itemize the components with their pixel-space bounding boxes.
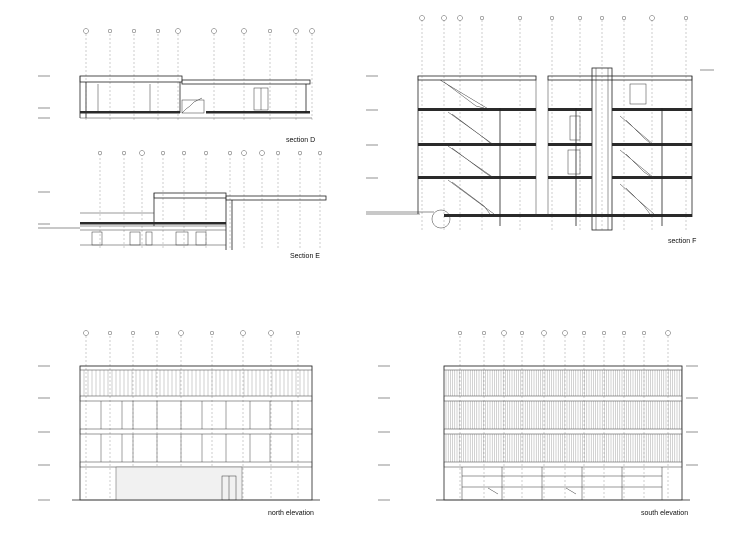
south-elevation-screen xyxy=(445,370,682,462)
north-elevation-grid-bubbles xyxy=(83,330,301,336)
section-d-grid-axes xyxy=(85,34,313,120)
north-elevation-top-fins xyxy=(83,370,309,396)
south-elevation-level-marks xyxy=(378,365,698,501)
north-elevation-title: north elevation xyxy=(268,510,314,517)
section-e-building xyxy=(80,192,327,250)
section-e-grid-axes xyxy=(99,154,321,250)
south-elevation-grid-axes xyxy=(459,336,669,500)
section-e-level-marks xyxy=(38,191,80,229)
section-f-grid-axes xyxy=(421,20,687,230)
section-d-level-marks xyxy=(38,75,50,119)
south-elevation-grid-bubbles xyxy=(457,330,671,336)
section-e-title: Section E xyxy=(290,253,320,260)
north-elevation-glazed-ground xyxy=(115,466,243,501)
section-d-title: section D xyxy=(286,137,316,144)
north-elevation-drawing xyxy=(38,330,320,501)
section-d-drawing xyxy=(38,28,315,120)
south-elevation-drawing xyxy=(378,330,698,501)
north-elevation-mullions xyxy=(100,401,293,462)
section-f-level-marks xyxy=(366,69,714,215)
section-f-building xyxy=(366,67,693,231)
south-elevation-facade xyxy=(436,365,690,501)
section-e-grid-bubbles xyxy=(97,150,323,156)
section-f-drawing xyxy=(366,15,714,231)
section-e-drawing xyxy=(38,150,327,250)
north-elevation-level-marks xyxy=(38,365,50,501)
section-f-grid-bubbles xyxy=(419,15,689,21)
section-d-grid-bubbles xyxy=(83,28,315,34)
north-elevation-facade xyxy=(72,365,320,501)
section-f-title: section F xyxy=(668,238,697,245)
south-elevation-title: south elevation xyxy=(641,510,689,517)
section-d-building xyxy=(79,75,312,119)
south-elevation-ground-bays xyxy=(461,467,663,500)
